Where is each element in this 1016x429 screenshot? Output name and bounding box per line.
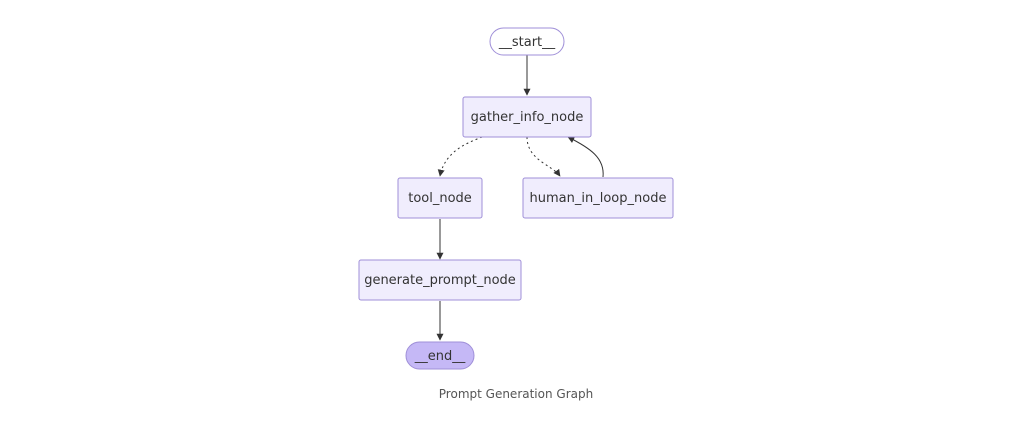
edges — [436, 55, 604, 341]
node-gather-info[interactable]: gather_info_node — [462, 96, 592, 138]
edge-gather-info-to-human-in-loop — [526, 136, 561, 177]
node-human-in-loop[interactable]: human_in_loop_node — [522, 177, 674, 219]
node-start[interactable]: __start__ — [489, 27, 565, 56]
node-generate-prompt-label: generate_prompt_node — [364, 273, 516, 288]
node-start-label: __start__ — [498, 35, 556, 50]
node-end-label: __end__ — [414, 349, 466, 364]
node-human-in-loop-label: human_in_loop_node — [530, 191, 667, 206]
node-tool[interactable]: tool_node — [397, 177, 483, 219]
node-tool-label: tool_node — [408, 191, 472, 206]
node-generate-prompt[interactable]: generate_prompt_node — [358, 259, 522, 301]
edge-gather-info-to-tool — [437, 136, 483, 177]
edge-human-in-loop-to-gather-info — [567, 136, 604, 178]
node-end[interactable]: __end__ — [405, 341, 475, 370]
diagram-caption: Prompt Generation Graph — [439, 387, 593, 401]
node-gather-info-label: gather_info_node — [471, 110, 584, 125]
